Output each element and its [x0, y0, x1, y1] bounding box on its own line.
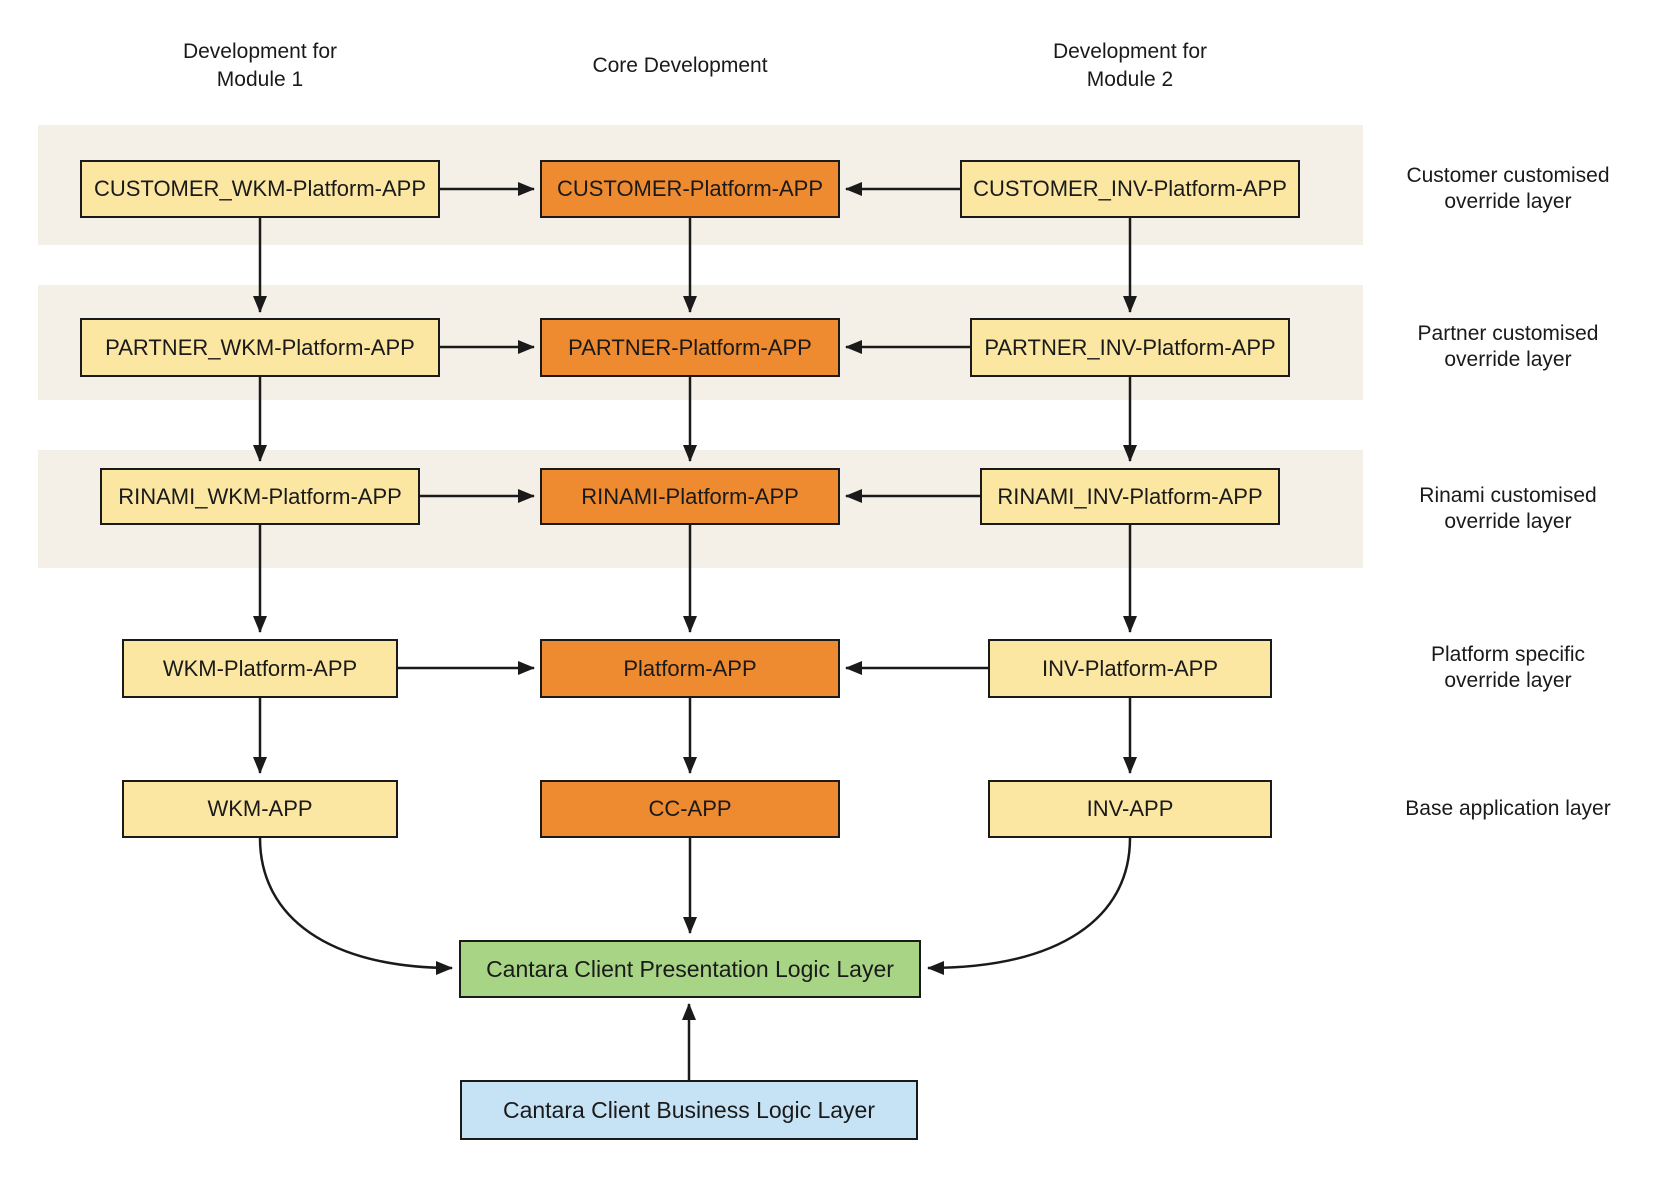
- layer-label-partner: Partner customised override layer: [1417, 322, 1599, 371]
- arrow-wkmapp-presentation: [258, 837, 453, 975]
- node-inv-app: INV-APP: [988, 780, 1272, 838]
- node-rinami-inv-platform-app: RINAMI_INV-Platform-APP: [980, 468, 1280, 525]
- layer-label-customer: Customer customised override layer: [1406, 164, 1610, 213]
- column-header-module2: Development for Module 2: [1052, 40, 1208, 91]
- layer-label-platform: Platform specific override layer: [1430, 643, 1586, 692]
- node-platform-app: Platform-APP: [540, 639, 840, 698]
- node-partner-wkm-platform-app: PARTNER_WKM-Platform-APP: [80, 318, 440, 377]
- node-rinami-wkm-platform-app: RINAMI_WKM-Platform-APP: [100, 468, 420, 525]
- layer-label-rinami: Rinami customised override layer: [1419, 484, 1597, 533]
- node-customer-inv-platform-app: CUSTOMER_INV-Platform-APP: [960, 160, 1300, 218]
- node-cantara-presentation-logic-layer: Cantara Client Presentation Logic Layer: [459, 940, 921, 998]
- node-rinami-platform-app: RINAMI-Platform-APP: [540, 468, 840, 525]
- node-inv-platform-app: INV-Platform-APP: [988, 639, 1272, 698]
- layer-label-base: Base application layer: [1405, 797, 1611, 820]
- node-cc-app: CC-APP: [540, 780, 840, 838]
- node-partner-platform-app: PARTNER-Platform-APP: [540, 318, 840, 377]
- node-wkm-platform-app: WKM-Platform-APP: [122, 639, 398, 698]
- arrow-invapp-presentation: [927, 837, 1132, 975]
- node-customer-platform-app: CUSTOMER-Platform-APP: [540, 160, 840, 218]
- node-wkm-app: WKM-APP: [122, 780, 398, 838]
- column-header-module1: Development for Module 1: [182, 40, 338, 91]
- node-partner-inv-platform-app: PARTNER_INV-Platform-APP: [970, 318, 1290, 377]
- node-customer-wkm-platform-app: CUSTOMER_WKM-Platform-APP: [80, 160, 440, 218]
- node-cantara-business-logic-layer: Cantara Client Business Logic Layer: [460, 1080, 918, 1140]
- column-header-core: Core Development: [592, 54, 768, 77]
